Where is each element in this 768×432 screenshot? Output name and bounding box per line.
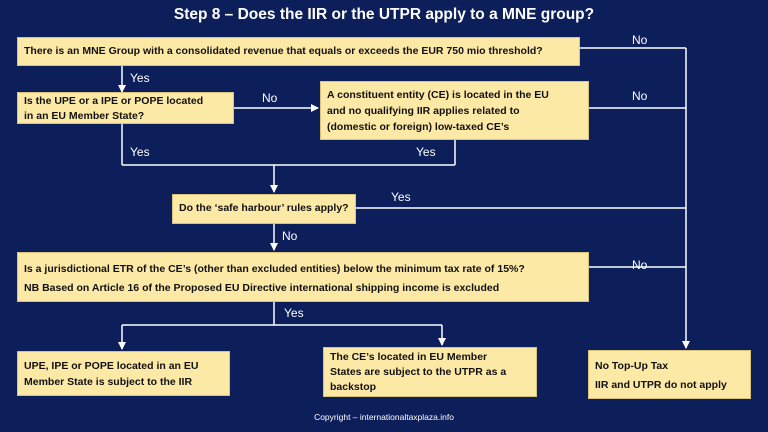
upe-location-line-2: in an EU Member State?	[24, 110, 145, 122]
utpr-result-box: The CE’s located in EU Member States are…	[323, 347, 537, 397]
iir-result-line-2: Member State is subject to the IIR	[24, 376, 193, 388]
upe-location-line-1: Is the UPE or a IPE or POPE located	[24, 95, 204, 107]
label-etr-no: No	[632, 258, 648, 272]
ce-located-line-1: A constituent entity (CE) is located in …	[327, 89, 549, 101]
label-upe-yes: Yes	[130, 145, 150, 159]
safe-harbour-text: Do the ‘safe harbour’ rules apply?	[179, 202, 349, 214]
label-safe-no: No	[282, 229, 298, 243]
label-mne-no: No	[632, 33, 648, 47]
iir-result-line-1: UPE, IPE or POPE located in an EU	[24, 360, 199, 372]
label-upe-no: No	[262, 91, 278, 105]
etr-line-1: Is a jurisdictional ETR of the CE’s (oth…	[24, 263, 525, 275]
etr-question: Is a jurisdictional ETR of the CE’s (oth…	[17, 252, 589, 302]
label-ce-no: No	[632, 89, 648, 103]
ce-located-line-3: (domestic or foreign) low-taxed CE’s	[327, 121, 510, 133]
no-topup-line-1: No Top-Up Tax	[595, 360, 669, 372]
no-topup-box: No Top-Up Tax IIR and UTPR do not apply	[588, 350, 751, 399]
upe-location-question: Is the UPE or a IPE or POPE located in a…	[17, 92, 234, 124]
iir-result-box: UPE, IPE or POPE located in an EU Member…	[17, 351, 230, 396]
utpr-result-line-2: States are subject to the UTPR as a	[330, 366, 507, 378]
label-safe-yes: Yes	[391, 190, 411, 204]
mne-group-question-text: There is an MNE Group with a consolidate…	[24, 45, 543, 57]
utpr-result-line-3: backstop	[330, 381, 377, 393]
page-title: Step 8 – Does the IIR or the UTPR apply …	[173, 6, 595, 23]
ce-located-question: A constituent entity (CE) is located in …	[320, 81, 589, 140]
safe-harbour-question: Do the ‘safe harbour’ rules apply?	[172, 194, 356, 224]
utpr-result-line-1: The CE’s located in EU Member	[330, 351, 488, 363]
ce-located-line-2: and no qualifying IIR applies related to	[327, 105, 520, 117]
label-ce-yes: Yes	[416, 145, 436, 159]
label-etr-yes: Yes	[284, 306, 304, 320]
no-topup-line-2: IIR and UTPR do not apply	[595, 379, 727, 391]
mne-group-question: There is an MNE Group with a consolidate…	[17, 37, 580, 66]
label-mne-yes: Yes	[130, 71, 150, 85]
etr-line-2: NB Based on Article 16 of the Proposed E…	[24, 282, 500, 294]
copyright-notice: Copyright – internationaltaxplaza.info	[314, 412, 454, 422]
